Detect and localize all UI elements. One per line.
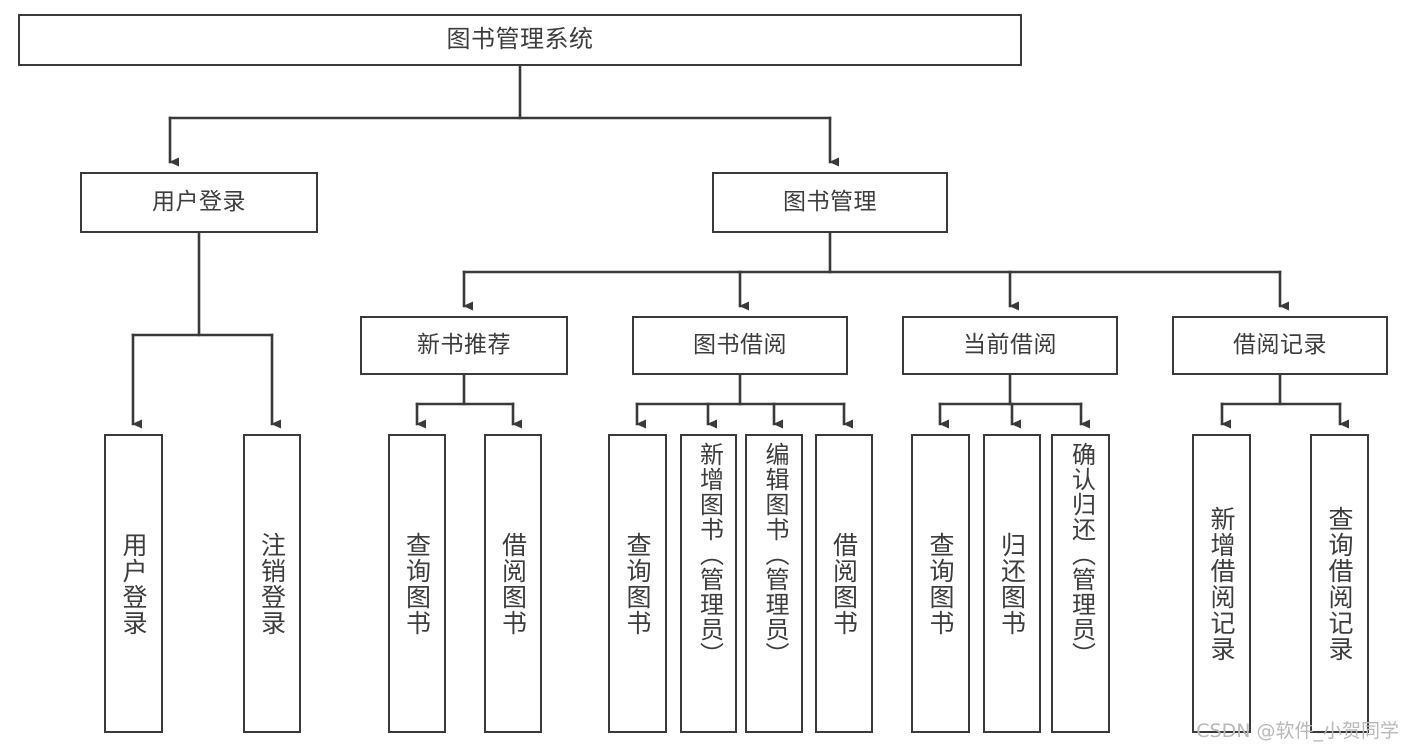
node-book-management[interactable]: 图书管理 — [712, 172, 948, 233]
leaf-logout[interactable]: 注销登录 — [243, 434, 301, 733]
node-label: 用户登录 — [119, 531, 148, 636]
node-root-system[interactable]: 图书管理系统 — [18, 14, 1022, 66]
node-label: 查询图书 — [402, 531, 432, 636]
node-label: 用户登录 — [152, 189, 246, 216]
node-current-borrow[interactable]: 当前借阅 — [902, 316, 1118, 375]
leaf-borrow-add-book-admin[interactable]: 新增图书（管理员） — [680, 434, 737, 733]
leaf-borrow-edit-book-admin[interactable]: 编辑图书（管理员） — [745, 434, 803, 733]
leaf-borrow-borrow-book[interactable]: 借阅图书 — [815, 434, 873, 733]
leaf-user-login[interactable]: 用户登录 — [104, 434, 163, 733]
node-new-book-recommend[interactable]: 新书推荐 — [360, 316, 568, 375]
leaf-current-return-book[interactable]: 归还图书 — [983, 434, 1041, 733]
node-label: 图书管理 — [783, 189, 877, 216]
node-label: 新增图书（管理员） — [695, 442, 724, 667]
node-label: 新书推荐 — [417, 332, 511, 359]
node-label: 注销登录 — [257, 531, 287, 636]
leaf-current-confirm-return-admin[interactable]: 确认归还（管理员） — [1051, 434, 1110, 733]
node-label: 确认归还（管理员） — [1067, 442, 1096, 667]
node-label: 查询图书 — [926, 531, 955, 636]
node-label: 归还图书 — [997, 531, 1027, 636]
leaf-records-add-record[interactable]: 新增借阅记录 — [1192, 434, 1251, 733]
node-label: 借阅图书 — [829, 531, 859, 636]
node-borrow-records[interactable]: 借阅记录 — [1172, 316, 1388, 375]
node-label: 借阅图书 — [498, 531, 528, 636]
leaf-newbook-query-book[interactable]: 查询图书 — [388, 434, 446, 733]
node-label: 当前借阅 — [963, 332, 1057, 359]
node-label: 查询借阅记录 — [1325, 505, 1354, 662]
node-label: 查询图书 — [623, 531, 652, 636]
node-label: 图书借阅 — [693, 332, 787, 359]
leaf-current-query-book[interactable]: 查询图书 — [911, 434, 970, 733]
node-label: 借阅记录 — [1233, 332, 1327, 359]
node-label: 新增借阅记录 — [1207, 505, 1236, 662]
leaf-newbook-borrow-book[interactable]: 借阅图书 — [484, 434, 542, 733]
leaf-borrow-query-book[interactable]: 查询图书 — [608, 434, 667, 733]
leaf-records-query-record[interactable]: 查询借阅记录 — [1310, 434, 1369, 733]
node-label: 图书管理系统 — [446, 25, 594, 54]
csdn-watermark: CSDN @软件_小贺同学 — [1196, 720, 1399, 742]
node-user-login[interactable]: 用户登录 — [80, 172, 318, 233]
node-book-borrow[interactable]: 图书借阅 — [632, 316, 848, 375]
node-label: 编辑图书（管理员） — [760, 442, 789, 667]
